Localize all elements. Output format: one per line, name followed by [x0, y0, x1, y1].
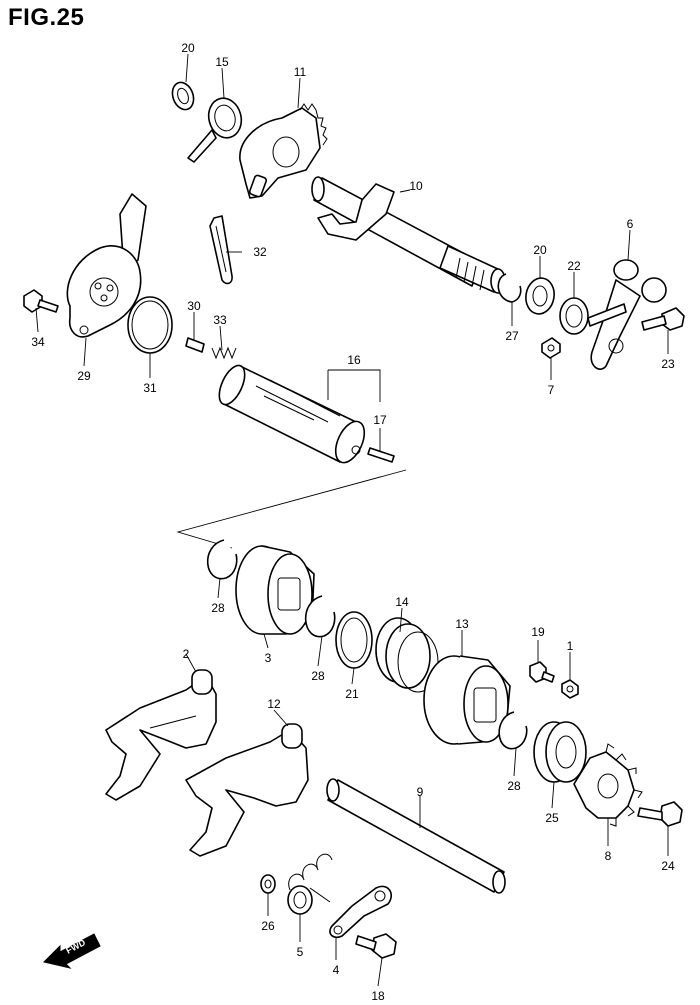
part-24-bolt[interactable]: [637, 801, 683, 827]
callout: 11: [294, 65, 307, 79]
callout: 18: [371, 989, 385, 1003]
callout: 34: [31, 335, 45, 349]
callout: 24: [661, 859, 675, 873]
callout: 5: [297, 945, 304, 959]
part-9-fork-shaft[interactable]: [326, 778, 506, 894]
part-18-bolt[interactable]: [355, 933, 397, 959]
callout: 13: [455, 617, 469, 631]
part-27-circlip[interactable]: [497, 273, 522, 303]
part-31-o-ring[interactable]: [127, 296, 173, 354]
callout: 12: [267, 697, 281, 711]
callout: 20: [533, 243, 547, 257]
part-11-shift-plate[interactable]: [239, 103, 328, 199]
part-34-bolt[interactable]: [23, 289, 59, 313]
part-2-shift-fork[interactable]: [105, 669, 217, 801]
callout: 3: [265, 651, 272, 665]
callout: 17: [373, 413, 387, 427]
part-8-cam-gear[interactable]: [573, 743, 643, 827]
callout: 1: [567, 639, 574, 653]
callout: 23: [661, 357, 675, 371]
callout: 28: [311, 669, 325, 683]
part-20-washer-right[interactable]: [523, 276, 557, 316]
callout: 27: [505, 329, 519, 343]
part-15-spring[interactable]: [187, 95, 246, 163]
part-7-nut[interactable]: [541, 337, 561, 359]
callout: 29: [77, 369, 91, 383]
fwd-arrow-icon: FWD: [43, 933, 101, 969]
part-28-circlip[interactable]: [206, 539, 238, 580]
part-4-stopper-arm[interactable]: [329, 885, 392, 939]
part-26-washer[interactable]: [260, 874, 276, 894]
callout: 16: [347, 353, 361, 367]
part-30-pin[interactable]: [185, 337, 205, 353]
part-10-shift-shaft[interactable]: [311, 176, 506, 294]
callout: 31: [143, 381, 157, 395]
callout: 7: [548, 383, 555, 397]
callout: 26: [261, 919, 275, 933]
part-25-bearing[interactable]: [533, 721, 587, 783]
part-22-oil-seal[interactable]: [559, 297, 589, 335]
part-1-nut[interactable]: [561, 679, 579, 699]
callout-labels: 20 15 11 10 32 6 20 22 34 29 31 30 33 27…: [31, 41, 675, 1003]
callout: 15: [215, 55, 229, 69]
part-28-circlip-mid[interactable]: [304, 595, 336, 638]
part-13-cam-plate[interactable]: [423, 655, 511, 745]
part-21-washer[interactable]: [335, 611, 373, 669]
leader-lines: [35, 53, 669, 987]
part-14-spring[interactable]: [375, 617, 439, 693]
callout: 22: [567, 259, 581, 273]
callout: 28: [507, 779, 521, 793]
callout: 19: [531, 625, 545, 639]
part-33-spring[interactable]: [211, 346, 237, 360]
part-6-shift-lever[interactable]: [587, 259, 667, 370]
callout: 8: [605, 849, 612, 863]
part-5-spring[interactable]: [287, 853, 333, 915]
part-20-washer[interactable]: [169, 79, 197, 112]
callout: 32: [253, 245, 267, 259]
part-12-shift-fork[interactable]: [185, 723, 309, 857]
part-19-bolt[interactable]: [529, 661, 555, 683]
part-17-pin[interactable]: [367, 447, 395, 463]
callout: 21: [345, 687, 359, 701]
part-23-bolt[interactable]: [641, 307, 685, 331]
part-3-cam-plate[interactable]: [235, 545, 315, 635]
part-32-spring-clip[interactable]: [209, 215, 233, 285]
callout: 4: [333, 963, 340, 977]
figure-title: FIG.25: [8, 4, 85, 31]
callout: 25: [545, 811, 559, 825]
part-29-cover[interactable]: [66, 193, 147, 338]
callout: 14: [395, 595, 409, 609]
callout: 9: [417, 785, 424, 799]
callout: 2: [183, 647, 190, 661]
part-16-cam-drum[interactable]: [214, 362, 370, 467]
group-line: [176, 469, 407, 549]
callout: 6: [627, 217, 634, 231]
callout: 28: [211, 601, 225, 615]
callout: 33: [213, 313, 227, 327]
callout: 20: [181, 41, 195, 55]
callout: 30: [187, 299, 201, 313]
callout: 10: [409, 179, 423, 193]
